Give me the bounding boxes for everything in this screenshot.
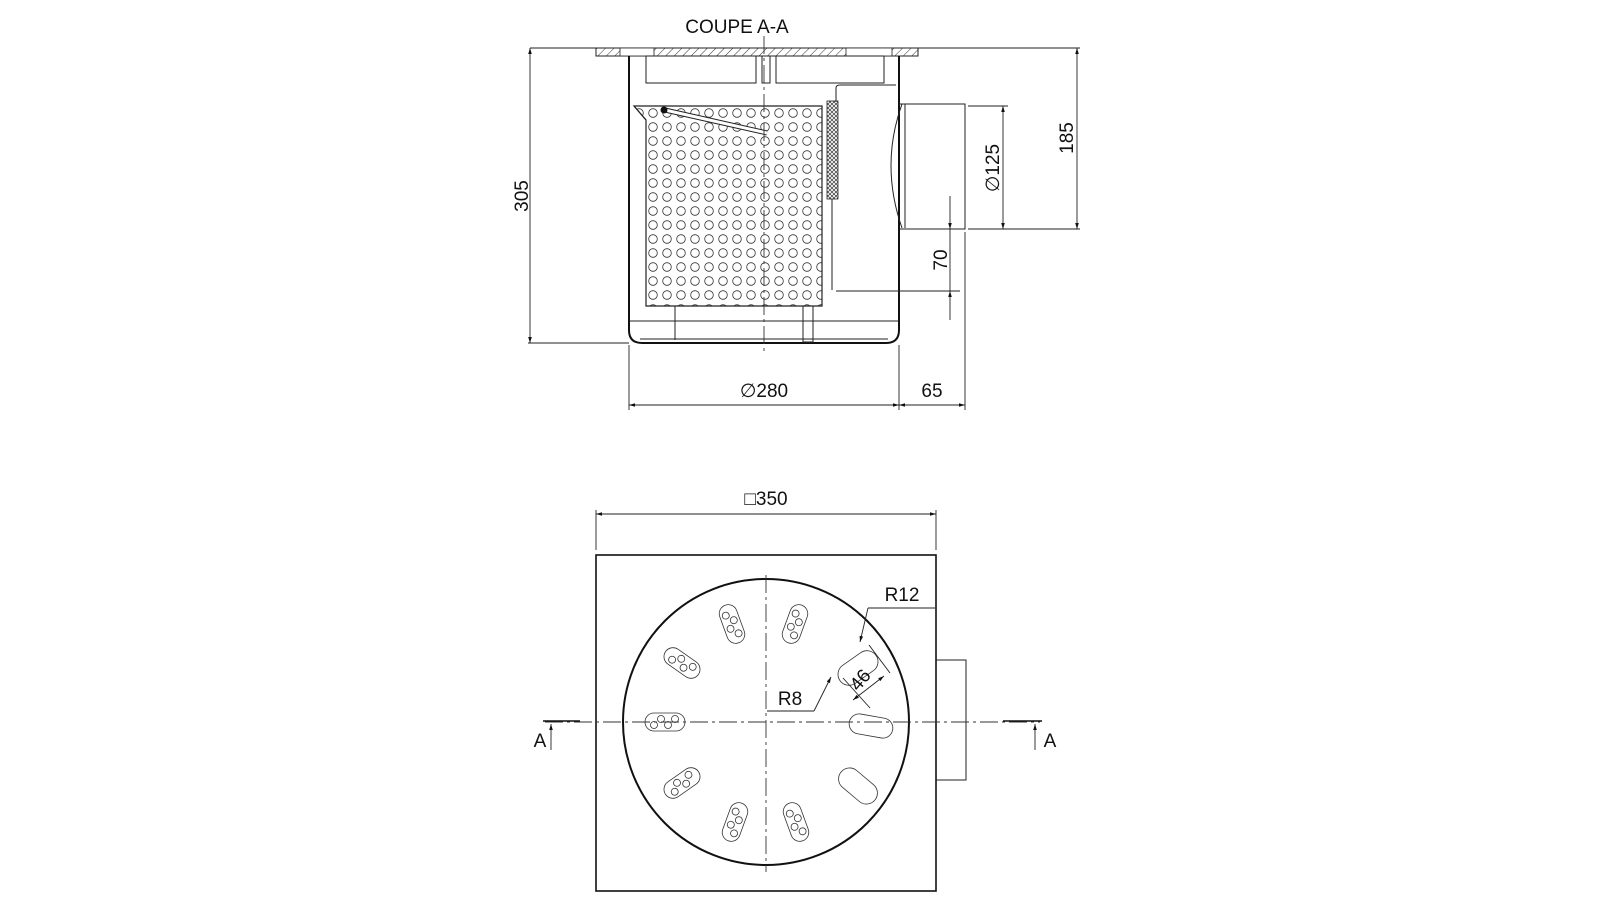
plan-view: □350 — [534, 489, 1057, 892]
dim-square-size: □350 — [744, 489, 787, 510]
section-title: COUPE A-A — [685, 17, 789, 38]
baffle-mesh — [826, 100, 839, 200]
outlet-pipe — [899, 103, 966, 230]
dim-slot-length: 46 — [846, 666, 876, 696]
frame-plate — [595, 47, 919, 57]
dim-outlet-offset: 70 — [931, 249, 952, 270]
dim-outlet-length: 65 — [921, 381, 942, 402]
section-view: COUPE A-A — [512, 17, 1080, 410]
grate-slots — [644, 604, 894, 842]
outlet-projection — [936, 659, 967, 781]
section-marker-left: A — [534, 720, 580, 752]
section-marker-right: A — [1003, 720, 1057, 752]
dim-total-height: 305 — [512, 180, 533, 212]
dim-outlet-height: 185 — [1057, 122, 1078, 154]
dim-outlet-diameter: ∅125 — [983, 144, 1004, 192]
dim-radius-large: R12 — [885, 585, 920, 606]
dim-body-diameter: ∅280 — [740, 381, 788, 402]
square-frame — [595, 554, 937, 892]
perforated-basket — [632, 105, 823, 307]
section-label-left: A — [534, 731, 547, 752]
dim-radius-small: R8 — [778, 689, 802, 710]
section-label-right: A — [1044, 731, 1057, 752]
